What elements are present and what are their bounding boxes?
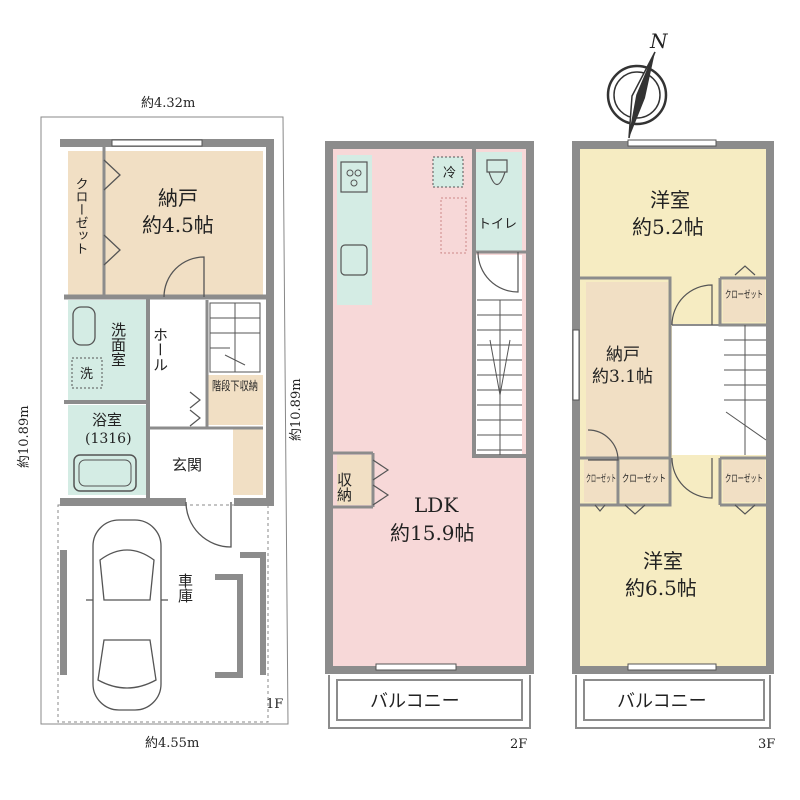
storage-1f-size: 約4.5帖 (142, 213, 214, 237)
stairs-3f-area (722, 325, 766, 455)
walls-2f (325, 141, 534, 674)
cupboard-space (440, 197, 467, 254)
stairs-3f (724, 325, 767, 455)
washer-icon (71, 357, 103, 389)
closet-3f-a (723, 280, 765, 322)
dimension-left-1f: 約10.89m (17, 405, 32, 468)
storage-3f-door-icon (587, 429, 619, 461)
floor-2f: 冷 トイレ 収納 LDK 約15.9帖 バルコニー 2F (325, 141, 534, 752)
window-1f (111, 139, 203, 147)
bathtub-inner (78, 459, 132, 487)
dimension-top-1f: 約4.32m (141, 96, 195, 111)
balcony-3f (583, 679, 765, 721)
ldk-size: 約15.9帖 (390, 521, 475, 545)
hall-label: ホール (151, 327, 169, 372)
room-3f-top-door-icon (671, 284, 713, 326)
ldk-name: LDK (414, 493, 459, 517)
closet-3f-b (584, 460, 618, 502)
fridge-label: 冷 (443, 166, 456, 181)
closet-door-3f-icon (594, 265, 756, 515)
entrance-shelf (233, 428, 263, 495)
compass-ring (606, 64, 668, 126)
balcony-3f-label: バルコニー (617, 691, 707, 712)
window-3f-top (627, 139, 717, 147)
balcony-3f-rail (575, 675, 771, 729)
garage-label: 車庫 (176, 573, 194, 603)
balcony-2f-label: バルコニー (370, 691, 460, 712)
closet-3f-c (620, 460, 668, 502)
understair-label: 階段下収納 (212, 378, 258, 393)
room-3f-top-name: 洋室 (650, 188, 690, 212)
compass-label: N (649, 29, 669, 53)
garage-area (57, 504, 269, 723)
entrance-door-icon (185, 501, 232, 548)
sink-icon (340, 244, 368, 276)
garage-wall-right (215, 552, 266, 678)
storage-2f-label: 収納 (335, 472, 353, 503)
site-boundary (40, 116, 289, 725)
washer-label: 洗 (80, 367, 93, 382)
floor-label-1f: 1F (266, 697, 283, 712)
compass-needle-outline (628, 51, 656, 139)
bathroom (68, 405, 148, 495)
fridge-space (432, 156, 464, 188)
toilet-door-icon (477, 251, 519, 293)
room-3f-top-size: 約5.2帖 (632, 215, 704, 239)
floor-3f: 洋室 約5.2帖 クローゼット 納戸 約3.1帖 クローゼット クローゼット ク… (572, 139, 775, 752)
stove-icon (340, 161, 368, 193)
balcony-2f (336, 679, 523, 721)
floor-label-3f: 3F (758, 737, 775, 752)
closet-door-icon (103, 159, 121, 266)
window-3f-bottom (627, 663, 717, 671)
room-3f-bottom-door-icon (671, 457, 713, 499)
storage-2f-door-icon (372, 459, 390, 506)
closet-3f-c-label: クローゼット (622, 473, 666, 485)
compass: N (606, 29, 669, 139)
balcony-2f-rail (328, 675, 531, 729)
entrance-label: 玄関 (172, 456, 202, 474)
compass-needle-icon (629, 52, 655, 138)
storage-2f (337, 455, 372, 505)
bath-size: (1316) (85, 431, 132, 447)
stairs-2f-area (475, 255, 522, 455)
room-3f-bottom-size: 約6.5帖 (625, 576, 697, 600)
storage-3f-name: 納戸 (606, 345, 640, 365)
car-icon (86, 519, 168, 711)
understair-door-icon (189, 391, 201, 427)
dimension-between-1f-2f: 約10.89m (289, 378, 304, 441)
stairs-1f (209, 302, 261, 373)
room-3f-bottom-name: 洋室 (643, 549, 683, 573)
wall-3f-storage (580, 276, 672, 507)
toilet-label: トイレ (478, 217, 517, 232)
closet-3f-b-label: クローゼット (586, 473, 616, 485)
washroom-label: 洗面室 (109, 322, 127, 367)
closet-1f-label: クローゼット (73, 177, 89, 255)
washbasin-icon (72, 306, 96, 346)
toilet-icon (486, 159, 508, 186)
storage-3f (586, 282, 668, 457)
hall-3f (672, 325, 722, 455)
closet-3f-d-label: クローゼット (725, 473, 763, 485)
dimension-bottom-1f: 約4.55m (145, 736, 199, 751)
washroom (68, 300, 148, 400)
toilet-room (475, 152, 522, 252)
window-2f (375, 663, 457, 671)
floor-label-2f: 2F (510, 737, 527, 752)
bath-name: 浴室 (92, 411, 122, 429)
closet-1f (68, 151, 104, 295)
closet-3f-d (723, 460, 765, 502)
storage-door-icon (163, 256, 205, 298)
storage-3f-size: 約3.1帖 (592, 367, 653, 387)
stairs-2f (477, 299, 522, 455)
window-3f-side (572, 329, 580, 401)
storage-1f-name: 納戸 (158, 186, 198, 210)
understair-storage (207, 375, 263, 425)
garage-wall-left (60, 550, 67, 675)
bathtub-icon (73, 454, 137, 492)
floor-1f: 納戸 約4.5帖 クローゼット 洗面室 洗 ホール 階段下収納 浴室 (1316… (40, 116, 289, 725)
closet-3f-a-label: クローゼット (725, 289, 763, 301)
